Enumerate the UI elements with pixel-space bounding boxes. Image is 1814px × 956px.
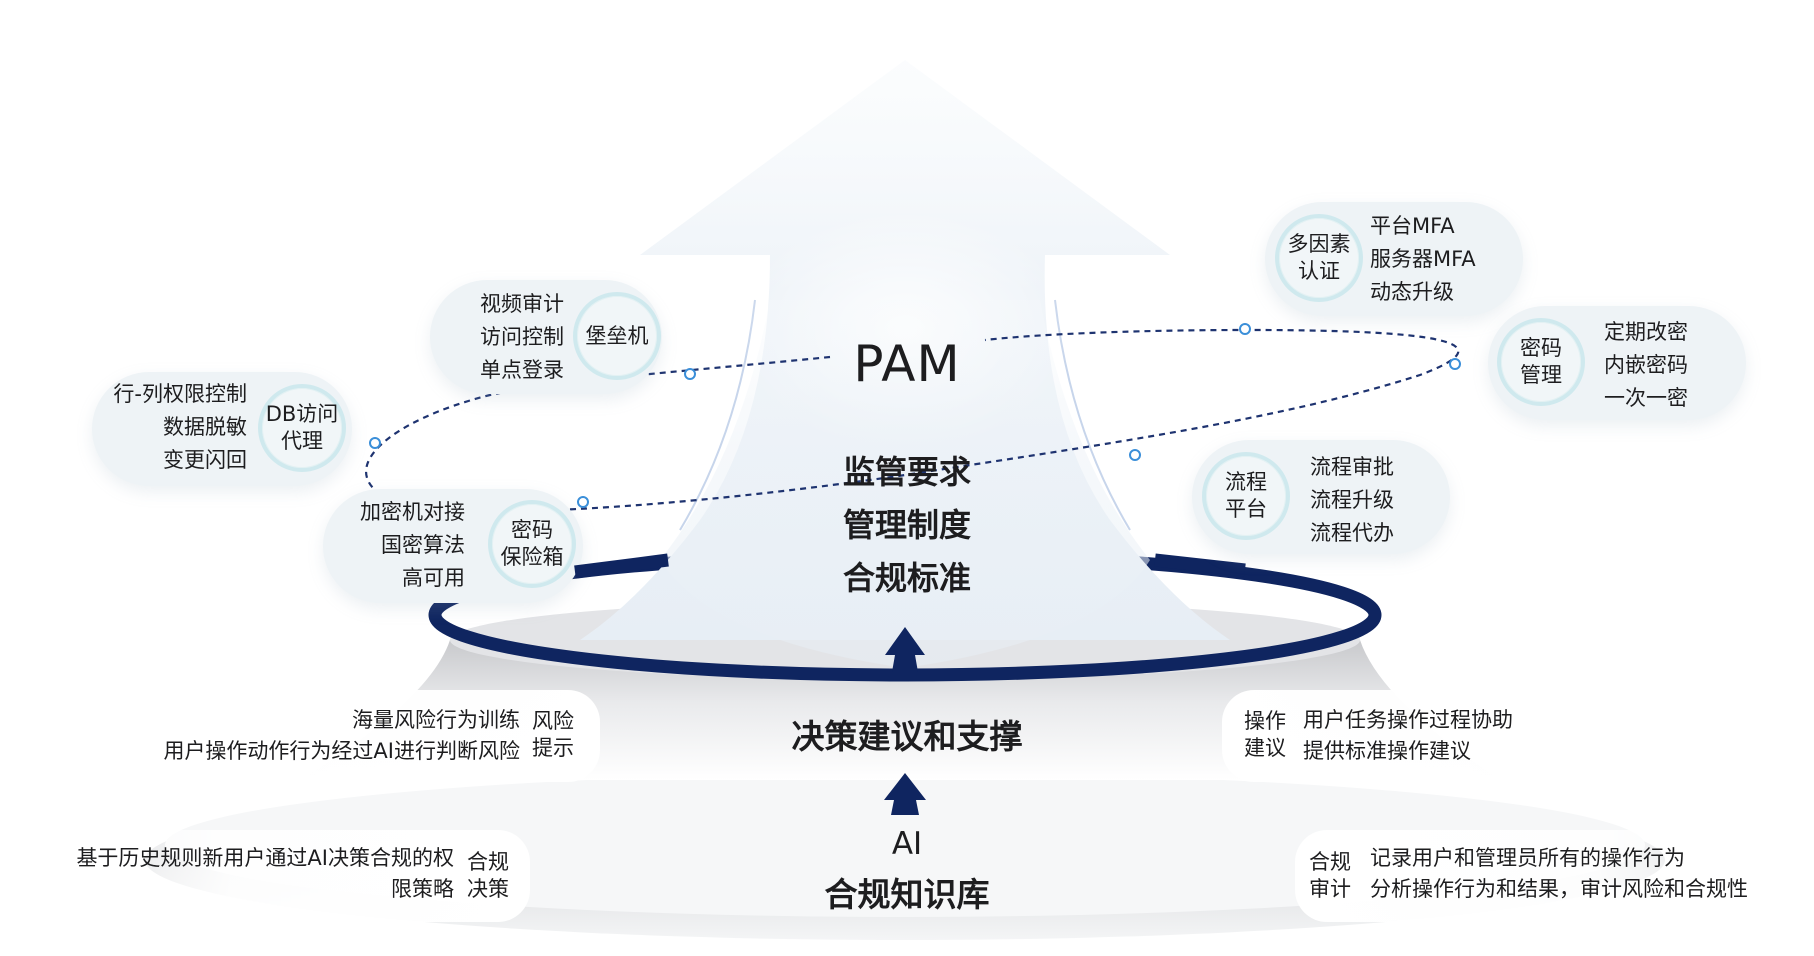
password-badge: 密码管理 <box>1497 318 1585 406</box>
decision-item: 限策略 <box>391 877 454 901</box>
audit-panel <box>1295 830 1795 922</box>
orbit-dot <box>1239 323 1251 335</box>
workflow-badge: 流程平台 <box>1202 452 1290 540</box>
grey-base <box>300 640 1500 780</box>
vault-badge: 密码保险箱 <box>488 500 576 588</box>
operation-item: 提供标准操作建议 <box>1303 739 1471 763</box>
vault-label-2: 保险箱 <box>500 545 564 569</box>
risk-panel <box>110 690 600 782</box>
bastion-item: 单点登录 <box>480 358 564 382</box>
operation-items: 用户任务操作过程协助 提供标准操作建议 <box>1303 705 1603 767</box>
requirement-2: 管理制度 <box>842 506 971 544</box>
workflow-label-1: 流程 <box>1225 470 1267 494</box>
workflow-item: 流程升级 <box>1310 488 1394 512</box>
password-item: 定期改密 <box>1604 320 1688 344</box>
operation-label: 操作建议 <box>1244 709 1286 760</box>
workflow-item: 流程代办 <box>1310 521 1394 545</box>
vault-label-1: 密码 <box>511 518 553 542</box>
mfa-label-2: 认证 <box>1298 259 1340 283</box>
risk-item: 海量风险行为训练 <box>352 708 520 732</box>
db-proxy-label-2: 代理 <box>280 429 323 453</box>
orbit-dot <box>577 496 589 508</box>
audit-item: 记录用户和管理员所有的操作行为 <box>1370 846 1685 870</box>
db-proxy-item: 变更闪回 <box>163 448 247 472</box>
orbit-path <box>365 328 1460 513</box>
risk-label: 风险提示 <box>532 709 574 760</box>
ai-knowledge-base-label: 合规知识库 <box>824 875 990 914</box>
decision-item: 基于历史规则新用户通过AI决策合规的权 <box>76 846 454 870</box>
password-item: 内嵌密码 <box>1604 353 1688 377</box>
requirement-1: 监管要求 <box>842 453 971 491</box>
ai-label: AI <box>891 826 923 862</box>
workflow-items: 流程审批 流程升级 流程代办 <box>1310 451 1430 550</box>
mfa-item: 服务器MFA <box>1370 247 1476 271</box>
db-proxy-label-1: DB访问 <box>265 402 339 426</box>
vault-item: 高可用 <box>402 566 465 590</box>
decision-support-label: 决策建议和支撑 <box>791 717 1023 756</box>
bottom-disc-top <box>165 773 1645 917</box>
decision-label: 合规决策 <box>467 850 509 901</box>
risk-items: 海量风险行为训练 用户操作动作行为经过AI进行判断风险 <box>120 705 520 767</box>
bastion-item: 访问控制 <box>480 325 564 349</box>
audit-item: 分析操作行为和结果，审计风险和合规性 <box>1370 877 1748 901</box>
mfa-label-1: 多因素 <box>1287 232 1351 256</box>
up-arrow-lower <box>884 773 926 815</box>
pam-title: PAM <box>853 335 961 393</box>
vault-items: 加密机对接 国密算法 高可用 <box>335 496 465 595</box>
requirement-3: 合规标准 <box>842 559 971 597</box>
bastion-items: 视频审计 访问控制 单点登录 <box>460 288 564 387</box>
mfa-item: 动态升级 <box>1370 280 1454 304</box>
workflow-item: 流程审批 <box>1310 455 1394 479</box>
bastion-label: 堡垒机 <box>585 323 649 348</box>
password-label-1: 密码 <box>1520 336 1562 360</box>
operation-panel <box>1222 690 1672 782</box>
password-items: 定期改密 内嵌密码 一次一密 <box>1604 316 1724 415</box>
password-label-2: 管理 <box>1520 363 1562 387</box>
decision-items: 基于历史规则新用户通过AI决策合规的权 限策略 <box>40 843 454 905</box>
mfa-badge: 多因素认证 <box>1275 214 1363 302</box>
mfa-items: 平台MFA 服务器MFA 动态升级 <box>1370 210 1510 309</box>
db-proxy-items: 行-列权限控制 数据脱敏 变更闪回 <box>92 378 247 477</box>
orbit-dot <box>369 437 381 449</box>
orbit-dot <box>684 368 696 380</box>
db-proxy-item: 行-列权限控制 <box>113 382 247 406</box>
orbit-dot <box>1129 449 1141 461</box>
audit-items: 记录用户和管理员所有的操作行为 分析操作行为和结果，审计风险和合规性 <box>1370 843 1790 905</box>
operation-item: 用户任务操作过程协助 <box>1303 708 1513 732</box>
orbit-dot <box>1449 358 1461 370</box>
bastion-badge: 堡垒机 <box>573 292 661 380</box>
vault-item: 国密算法 <box>381 533 465 557</box>
decision-panel <box>30 830 530 922</box>
db-proxy-badge: DB访问代理 <box>258 384 346 472</box>
bastion-item: 视频审计 <box>480 292 564 316</box>
vault-item: 加密机对接 <box>360 500 465 524</box>
up-arrow-upper <box>885 627 925 672</box>
workflow-label-2: 平台 <box>1225 497 1267 521</box>
risk-item: 用户操作动作行为经过AI进行判断风险 <box>163 739 520 763</box>
mfa-item: 平台MFA <box>1370 214 1455 238</box>
audit-label: 合规审计 <box>1309 850 1351 901</box>
db-proxy-item: 数据脱敏 <box>163 415 247 439</box>
password-item: 一次一密 <box>1604 386 1688 410</box>
